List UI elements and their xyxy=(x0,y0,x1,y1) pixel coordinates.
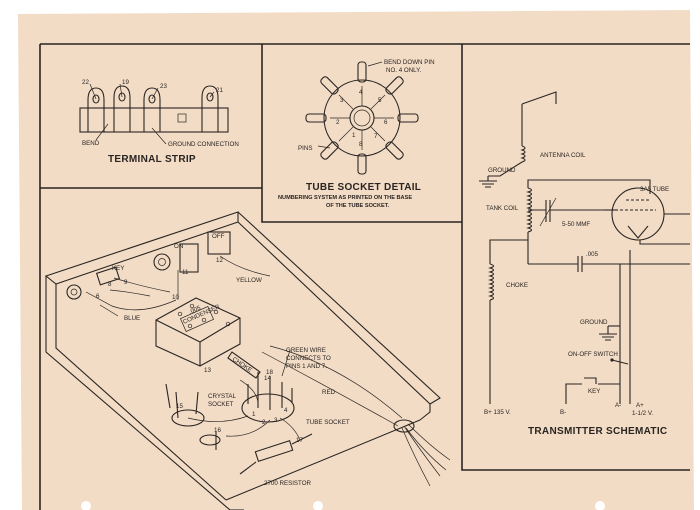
fixed-cap-label: .005 xyxy=(586,251,599,258)
socket-point-2: 2 xyxy=(262,419,266,426)
socket-point-1: 1 xyxy=(252,411,256,418)
point-13: 13 xyxy=(204,367,211,374)
tube-label: 3A5 TUBE xyxy=(640,186,669,193)
paper-sheet xyxy=(18,10,694,510)
socket-pin-4: 4 xyxy=(359,89,363,96)
point-10: 10 xyxy=(172,294,179,301)
key-label: KEY xyxy=(588,388,600,395)
socket-pin-2: 2 xyxy=(336,119,340,126)
terminal-strip-title: TERMINAL STRIP xyxy=(108,154,196,165)
b-plus-label: B+ 135 V. xyxy=(484,409,511,416)
chassis-tube-socket-label: TUBE SOCKET xyxy=(306,419,350,426)
choke-label: CHOKE xyxy=(506,282,528,289)
ts-label-22: 22 xyxy=(82,79,89,86)
socket-point-4: 4 xyxy=(284,407,288,414)
ts-label-ground: GROUND CONNECTION xyxy=(168,141,239,148)
crystal-socket-label-2: SOCKET xyxy=(208,401,234,408)
socket-pin-3: 3 xyxy=(340,97,344,104)
punch-hole-1 xyxy=(81,501,91,510)
onoff-switch-label: ON-OFF SWITCH xyxy=(568,351,618,358)
a-plus-voltage-label: 1-1/2 V. xyxy=(632,410,653,417)
b-minus-label: B- xyxy=(560,409,566,416)
green-wire-label-2: CONNECTS TO xyxy=(286,355,331,362)
point-8: 8 xyxy=(108,281,112,288)
point-15: 15 xyxy=(176,403,183,410)
terminal-strip-diagram xyxy=(79,83,229,145)
tube-socket-title: TUBE SOCKET DETAIL xyxy=(306,182,421,193)
tube-socket-caption-1: NUMBERING SYSTEM AS PRINTED ON THE BASE xyxy=(278,195,412,201)
schematic-title: TRANSMITTER SCHEMATIC xyxy=(528,426,667,437)
point-14: 14 xyxy=(264,375,271,382)
point-9: 9 xyxy=(124,279,128,286)
a-plus-label: A+ xyxy=(636,402,644,409)
tank-coil-label: TANK COIL xyxy=(486,205,519,212)
chassis-drawing xyxy=(44,211,451,510)
chassis-off-label: OFF xyxy=(212,233,225,240)
crystal-socket-label-1: CRYSTAL xyxy=(208,393,237,400)
socket-point-3: 3 xyxy=(274,417,278,424)
yellow-wire-label: YELLOW xyxy=(236,277,262,284)
ts-label-bend: BEND xyxy=(82,140,100,147)
ground-mid-label: GROUND xyxy=(580,319,608,326)
transmitter-schematic xyxy=(479,91,690,404)
point-16: 16 xyxy=(214,427,221,434)
resistor-label: 2700 RESISTOR xyxy=(264,480,312,487)
socket-pin-6: 6 xyxy=(384,119,388,126)
condenser-value-label: .005 xyxy=(188,304,202,316)
bend-pin-line1: BEND DOWN PIN xyxy=(384,59,435,66)
antenna-coil-label: ANTENNA COIL xyxy=(540,152,586,159)
point-18: 18 xyxy=(266,369,273,376)
ts-label-19: 19 xyxy=(122,79,129,86)
red-wire-label: RED xyxy=(322,389,336,396)
blue-wire-label: BLUE xyxy=(124,315,140,322)
tube-socket-diagram xyxy=(305,61,419,175)
socket-pin-7: 7 xyxy=(374,133,378,140)
socket-pin-8: 8 xyxy=(359,141,363,148)
green-wire-label-1: GREEN WIRE xyxy=(286,347,326,354)
panel-frames xyxy=(39,43,690,510)
point-11: 11 xyxy=(182,269,189,276)
a-minus-label: A- xyxy=(615,402,621,409)
ts-label-23: 23 xyxy=(160,83,167,90)
tube-socket-caption-2: OF THE TUBE SOCKET. xyxy=(326,203,390,209)
punch-hole-3 xyxy=(595,501,605,510)
variable-cap-label: 5-50 MMF xyxy=(562,221,590,228)
point-12: 12 xyxy=(216,257,223,264)
point-17: 17 xyxy=(296,437,303,444)
green-wire-label-3: PINS 1 AND 7. xyxy=(286,363,327,370)
punch-hole-2 xyxy=(313,501,323,510)
pins-label: PINS xyxy=(298,145,312,152)
chassis-on-label: ON xyxy=(174,243,183,250)
socket-pin-5: 5 xyxy=(378,97,382,104)
point-6: 6 xyxy=(96,293,100,300)
socket-pin-1: 1 xyxy=(352,132,356,139)
bend-pin-line2: NO. 4 ONLY. xyxy=(386,67,421,74)
ts-label-21: 21 xyxy=(216,87,223,94)
chassis-key-label: KEY xyxy=(112,265,124,272)
ground-top-label: GROUND xyxy=(488,167,516,174)
